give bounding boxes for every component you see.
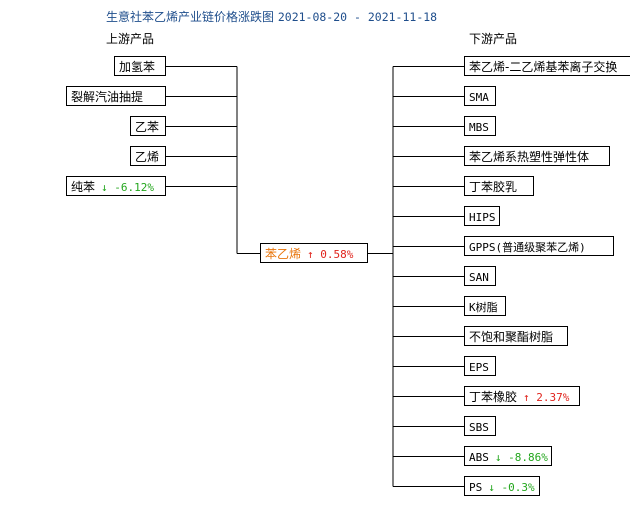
upstream-node-5-label: 纯苯 (71, 180, 96, 194)
center-node-label: 苯乙烯 (265, 247, 302, 261)
upstream-node-5[interactable]: 纯苯 ↓ -6.12% (66, 176, 166, 196)
downstream-node-8[interactable]: SAN (464, 266, 496, 286)
downstream-node-12-label: 丁苯橡胶 (469, 390, 518, 404)
downstream-node-14[interactable]: ABS ↓ -8.86% (464, 446, 552, 466)
center-node[interactable]: 苯乙烯 ↑ 0.58% (260, 243, 368, 263)
downstream-node-9[interactable]: K树脂 (464, 296, 506, 316)
downstream-node-13[interactable]: SBS (464, 416, 496, 436)
downstream-node-4-label: 苯乙烯系热塑性弹性体 (469, 150, 590, 164)
upstream-node-4-label: 乙烯 (135, 150, 160, 164)
upstream-node-3-label: 乙苯 (135, 120, 160, 134)
downstream-header: 下游产品 (469, 32, 518, 46)
upstream-header: 上游产品 (106, 32, 155, 46)
downstream-node-13-label: SBS (469, 421, 489, 434)
chart-title: 生意社苯乙烯产业链价格涨跌图 2021-08-20 - 2021-11-18 (106, 8, 437, 25)
upstream-node-2[interactable]: 裂解汽油抽提 (66, 86, 166, 106)
downstream-node-3-label: MBS (469, 121, 489, 134)
downstream-node-10-label: 不饱和聚酯树脂 (469, 330, 554, 344)
downstream-node-12-change: ↑ 2.37% (523, 391, 570, 404)
upstream-node-4[interactable]: 乙烯 (130, 146, 166, 166)
downstream-node-4[interactable]: 苯乙烯系热塑性弹性体 (464, 146, 610, 166)
downstream-node-3[interactable]: MBS (464, 116, 496, 136)
downstream-node-5[interactable]: 丁苯胶乳 (464, 176, 534, 196)
downstream-node-14-change: ↓ -8.86% (494, 451, 548, 464)
downstream-node-11-label: EPS (469, 361, 489, 374)
downstream-node-15-label: PS (469, 481, 483, 494)
upstream-node-3[interactable]: 乙苯 (130, 116, 166, 136)
downstream-node-12[interactable]: 丁苯橡胶 ↑ 2.37% (464, 386, 580, 406)
center-node-change: ↑ 0.58% (307, 248, 354, 261)
upstream-node-1[interactable]: 加氢苯 (114, 56, 166, 76)
downstream-node-1[interactable]: 苯乙烯-二乙烯基苯离子交换 (464, 56, 630, 76)
downstream-node-14-label: ABS (469, 451, 489, 464)
downstream-node-15[interactable]: PS ↓ -0.3% (464, 476, 540, 496)
downstream-node-7[interactable]: GPPS(普通级聚苯乙烯) (464, 236, 614, 256)
upstream-node-1-label: 加氢苯 (119, 60, 156, 74)
downstream-node-6-label: HIPS (469, 211, 496, 224)
downstream-node-11[interactable]: EPS (464, 356, 496, 376)
chart-title-name: 生意社苯乙烯产业链价格涨跌图 (106, 10, 275, 24)
downstream-node-7-label: GPPS(普通级聚苯乙烯) (469, 241, 586, 254)
upstream-node-5-change: ↓ -6.12% (101, 181, 154, 194)
downstream-node-2[interactable]: SMA (464, 86, 496, 106)
downstream-node-8-label: SAN (469, 271, 489, 284)
downstream-node-15-change: ↓ -0.3% (488, 481, 535, 494)
downstream-node-9-label: K树脂 (469, 301, 498, 314)
downstream-node-10[interactable]: 不饱和聚酯树脂 (464, 326, 568, 346)
downstream-node-5-label: 丁苯胶乳 (469, 180, 518, 194)
downstream-node-6[interactable]: HIPS (464, 206, 500, 226)
chart-title-dates: 2021-08-20 - 2021-11-18 (277, 10, 438, 24)
upstream-node-2-label: 裂解汽油抽提 (71, 90, 144, 104)
downstream-node-1-label: 苯乙烯-二乙烯基苯离子交换 (469, 60, 618, 74)
downstream-node-2-label: SMA (469, 91, 489, 104)
